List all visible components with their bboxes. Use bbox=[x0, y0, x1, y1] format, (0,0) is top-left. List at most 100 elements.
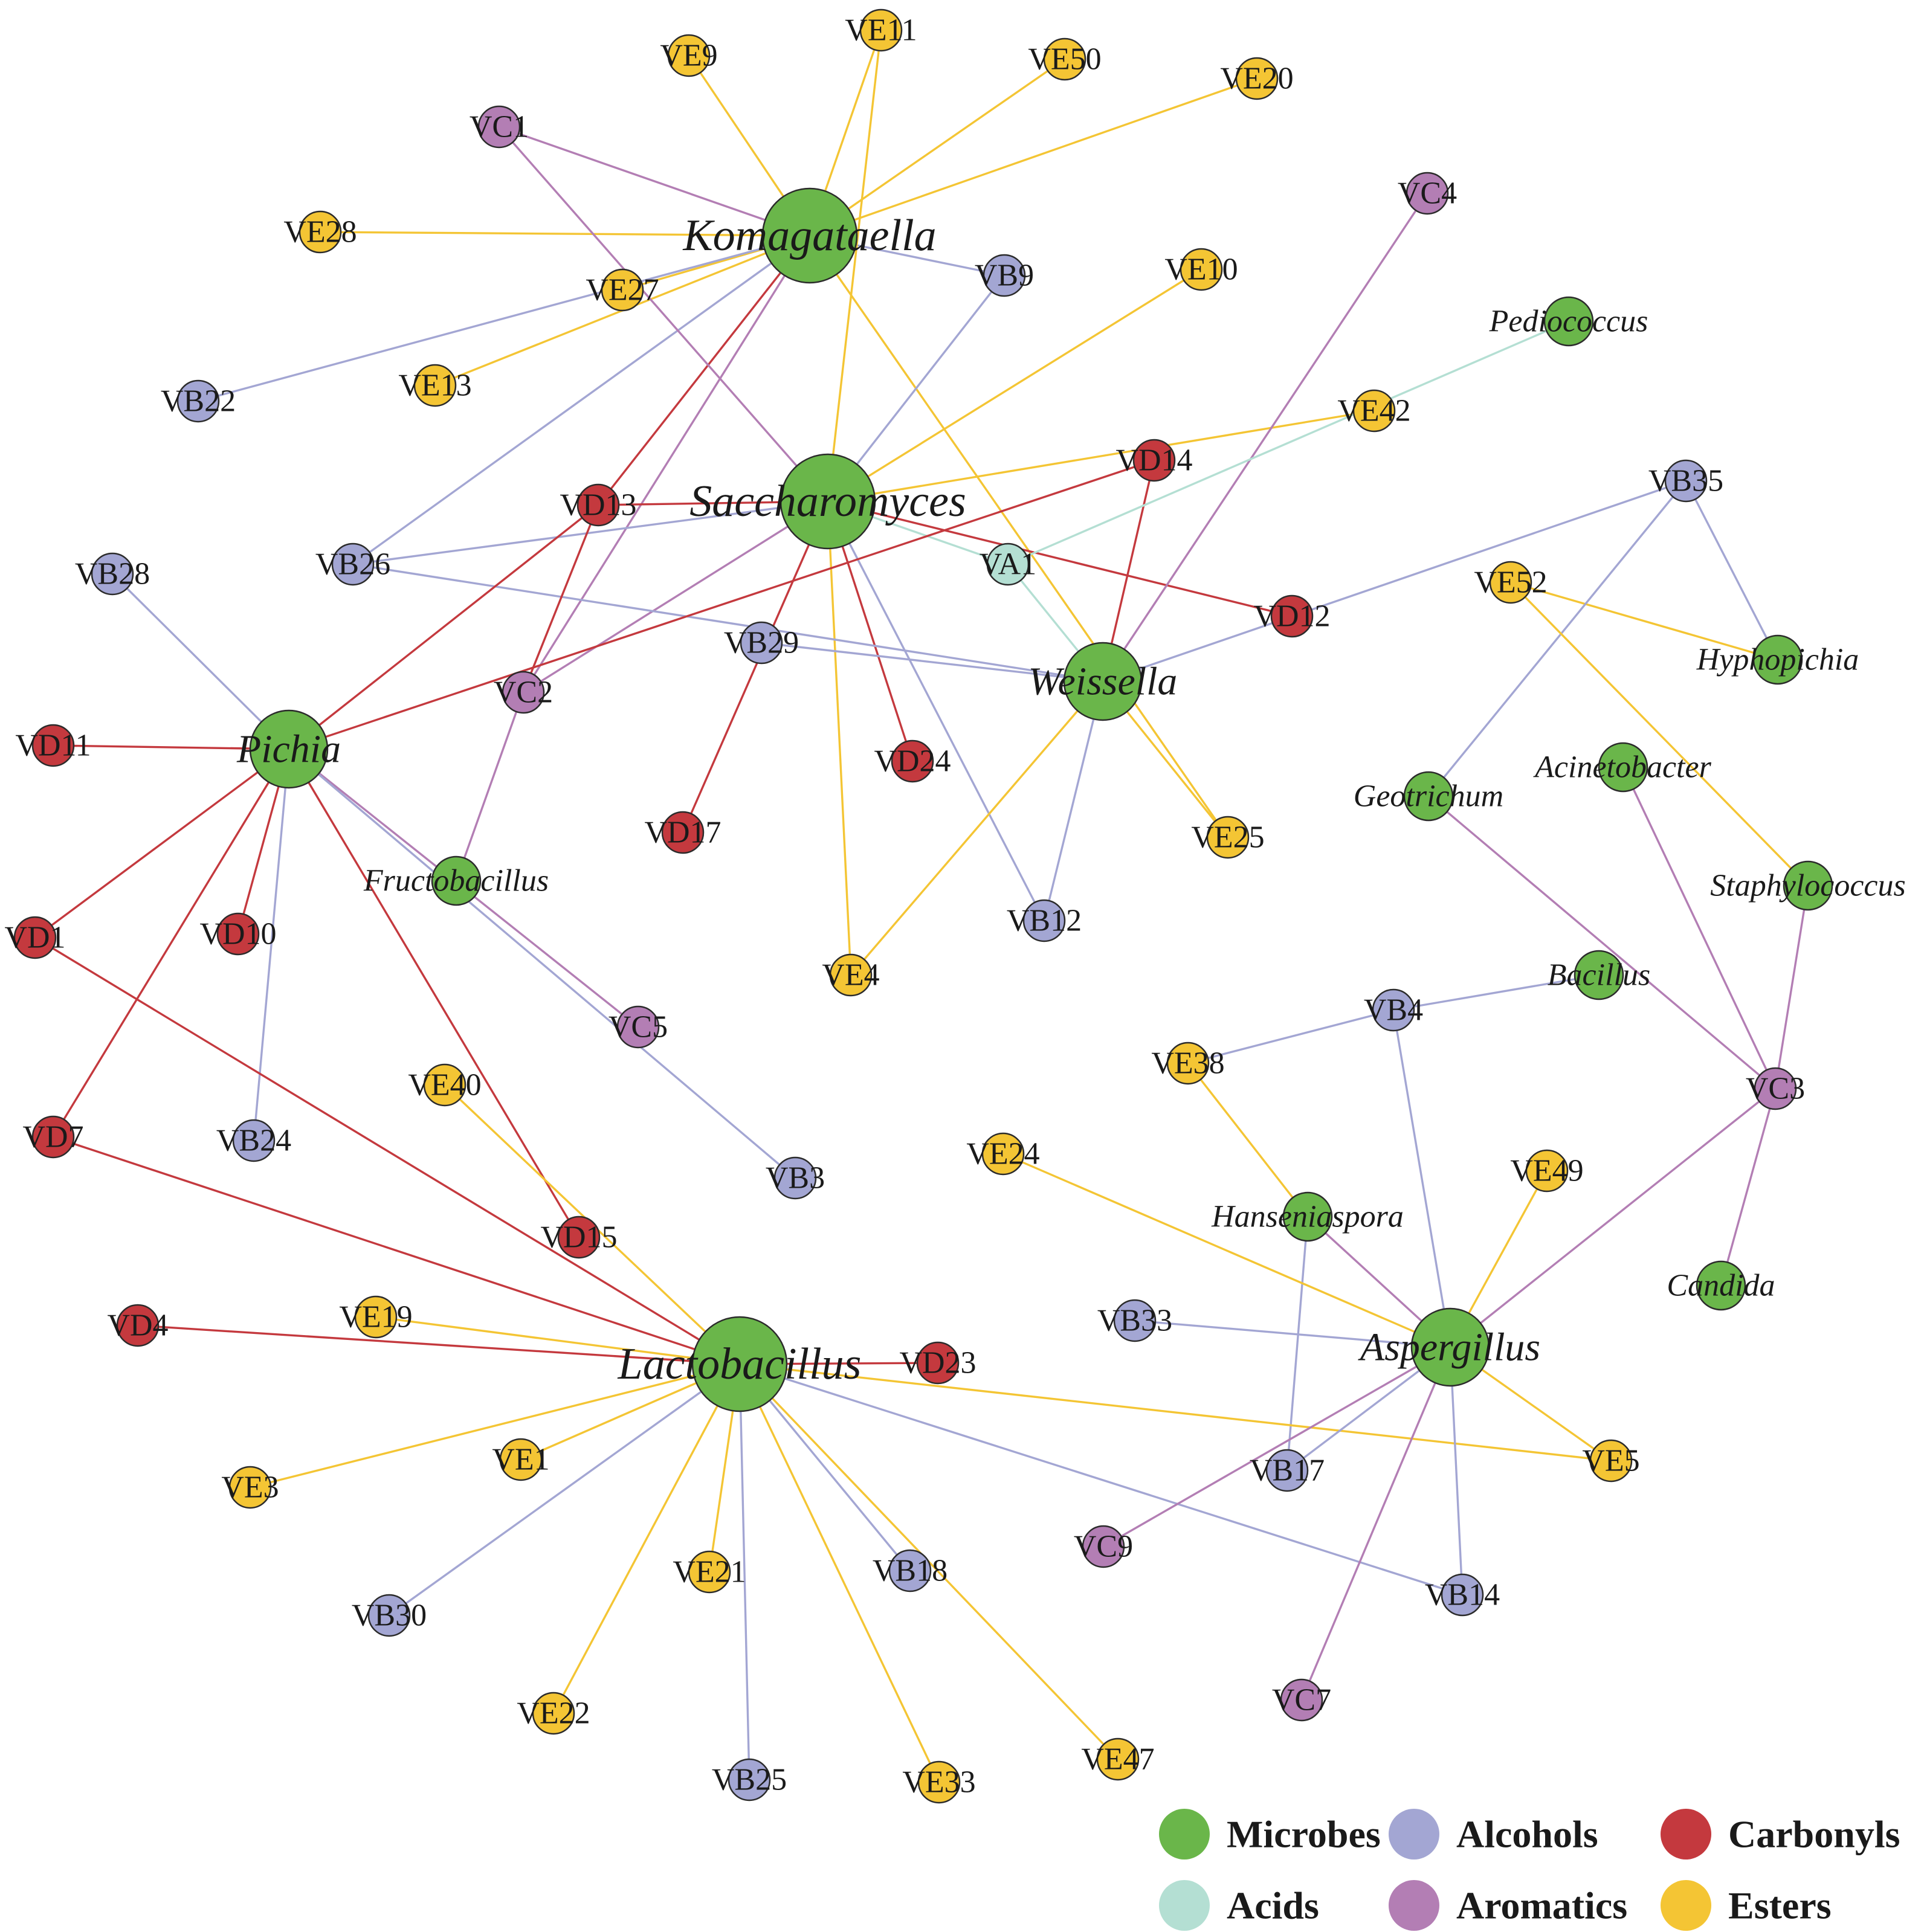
edge-saccharomyces-ve42 bbox=[827, 410, 1375, 503]
node-circle-vb18 bbox=[888, 1549, 932, 1592]
node-circle-vb33 bbox=[1113, 1299, 1157, 1342]
edge-aspergillus-vc3 bbox=[1449, 1087, 1777, 1348]
node-vb28: VB28 bbox=[75, 552, 150, 596]
node-aspergillus: Aspergillus bbox=[1358, 1307, 1540, 1387]
node-geotrichum: Geotrichum bbox=[1354, 771, 1503, 822]
edge-lactobacillus-ve22 bbox=[552, 1364, 741, 1714]
edge-saccharomyces-ve10 bbox=[827, 268, 1202, 503]
node-circle-vd24 bbox=[891, 739, 934, 783]
node-label-candida: Candida bbox=[1667, 1269, 1775, 1303]
node-ve3: VE3 bbox=[221, 1466, 279, 1509]
node-ve49: VE49 bbox=[1510, 1149, 1584, 1193]
node-label-bacillus: Bacillus bbox=[1548, 958, 1650, 993]
node-label-vc4: VC4 bbox=[1398, 176, 1457, 211]
node-circle-ve21 bbox=[688, 1550, 731, 1594]
node-vc5: VC5 bbox=[609, 1005, 668, 1049]
node-circle-hyphopichia bbox=[1752, 634, 1803, 685]
node-label-ve38: VE38 bbox=[1151, 1046, 1224, 1081]
node-ve5: VE5 bbox=[1582, 1439, 1640, 1483]
node-vb18: VB18 bbox=[873, 1549, 947, 1592]
node-circle-ve9 bbox=[667, 34, 711, 77]
node-candida: Candida bbox=[1667, 1260, 1775, 1311]
node-label-aspergillus: Aspergillus bbox=[1358, 1325, 1540, 1370]
node-circle-vb3 bbox=[773, 1156, 817, 1200]
node-va1: VA1 bbox=[980, 543, 1036, 586]
edge-hyphopichia-ve52 bbox=[1510, 581, 1778, 661]
node-ve19: VE19 bbox=[339, 1295, 413, 1339]
legend-item-esters: Esters bbox=[1661, 1880, 1832, 1931]
node-bacillus: Bacillus bbox=[1548, 950, 1650, 1000]
node-label-acinetobacter: Acinetobacter bbox=[1533, 750, 1711, 785]
node-circle-vb4 bbox=[1372, 988, 1415, 1032]
legend-label-aromatics: Aromatics bbox=[1456, 1884, 1627, 1927]
node-label-vc2: VC2 bbox=[494, 675, 553, 710]
node-vd14: VD14 bbox=[1115, 439, 1193, 482]
node-vc3: VC3 bbox=[1746, 1067, 1805, 1110]
node-circle-ve40 bbox=[423, 1063, 466, 1107]
node-label-vb35: VB35 bbox=[1648, 464, 1723, 498]
edge-komagataella-vb26 bbox=[352, 234, 810, 565]
edge-lactobacillus-vb14 bbox=[739, 1363, 1463, 1596]
legend-swatch-microbes bbox=[1159, 1809, 1210, 1860]
edge-geotrichum-vc3 bbox=[1427, 795, 1777, 1090]
edge-pichia-vd14 bbox=[288, 459, 1155, 750]
node-circle-vb17 bbox=[1265, 1449, 1309, 1492]
node-ve4: VE4 bbox=[822, 953, 880, 997]
node-circle-ve24 bbox=[981, 1132, 1025, 1176]
node-ve42: VE42 bbox=[1337, 389, 1411, 433]
node-label-ve47: VE47 bbox=[1081, 1742, 1154, 1777]
node-ve25: VE25 bbox=[1191, 816, 1265, 859]
node-label-vb3: VB3 bbox=[766, 1161, 825, 1196]
node-vd10: VD10 bbox=[199, 912, 277, 956]
node-label-ve9: VE9 bbox=[660, 39, 717, 73]
node-circle-ve10 bbox=[1180, 248, 1223, 291]
node-weissella: Weissella bbox=[1028, 642, 1178, 721]
node-circle-ve4 bbox=[829, 953, 873, 997]
edge-weissella-vb35 bbox=[1102, 480, 1687, 683]
node-label-vb33: VB33 bbox=[1097, 1304, 1172, 1338]
node-circle-weissella bbox=[1063, 642, 1143, 721]
edge-lactobacillus-ve5 bbox=[739, 1363, 1612, 1462]
node-label-ve50: VE50 bbox=[1028, 42, 1101, 77]
legend-swatch-acids bbox=[1159, 1880, 1210, 1931]
edge-komagataella-vc2 bbox=[522, 235, 811, 693]
legend-swatch-esters bbox=[1661, 1880, 1711, 1931]
node-ve24: VE24 bbox=[966, 1132, 1040, 1176]
edge-aspergillus-vb4 bbox=[1392, 1009, 1451, 1348]
legend-item-aromatics: Aromatics bbox=[1389, 1880, 1627, 1931]
node-label-vb24: VB24 bbox=[216, 1124, 291, 1158]
node-label-weissella: Weissella bbox=[1028, 660, 1178, 704]
node-saccharomyces: Saccharomyces bbox=[689, 453, 966, 550]
node-ve9: VE9 bbox=[660, 34, 718, 77]
edge-pediococcus-va1 bbox=[1007, 320, 1569, 565]
edge-saccharomyces-vb26 bbox=[352, 500, 828, 565]
edge-pichia-vd7 bbox=[52, 749, 290, 1138]
edge-komagataella-vc1 bbox=[499, 126, 810, 237]
node-circle-vc5 bbox=[616, 1005, 660, 1049]
node-label-ve40: VE40 bbox=[408, 1068, 481, 1103]
legend-item-acids: Acids bbox=[1159, 1880, 1319, 1931]
node-circle-vd7 bbox=[31, 1115, 75, 1159]
node-vb29: VB29 bbox=[724, 621, 799, 665]
edge-pichia-vb3 bbox=[288, 748, 796, 1179]
node-label-va1: VA1 bbox=[980, 547, 1036, 582]
node-vb35: VB35 bbox=[1648, 459, 1723, 503]
node-label-hanseniaspora: Hanseniaspora bbox=[1211, 1200, 1404, 1234]
node-label-ve21: VE21 bbox=[673, 1555, 746, 1589]
node-circle-ve13 bbox=[413, 364, 457, 407]
node-circle-fructobacillus bbox=[431, 855, 482, 906]
node-label-hyphopichia: Hyphopichia bbox=[1696, 643, 1859, 677]
node-label-ve27: VE27 bbox=[586, 273, 659, 308]
node-label-vb30: VB30 bbox=[352, 1599, 427, 1633]
node-circle-saccharomyces bbox=[780, 453, 876, 550]
node-label-ve28: VE28 bbox=[283, 215, 357, 250]
node-vd23: VD23 bbox=[899, 1341, 977, 1385]
node-circle-vc1 bbox=[477, 105, 521, 149]
node-circle-vb35 bbox=[1664, 459, 1708, 503]
node-circle-vb14 bbox=[1441, 1573, 1484, 1617]
node-circle-ve22 bbox=[532, 1692, 575, 1735]
edge-saccharomyces-ve11 bbox=[827, 30, 882, 502]
node-label-vb28: VB28 bbox=[75, 557, 150, 591]
node-label-vb22: VB22 bbox=[161, 384, 236, 419]
